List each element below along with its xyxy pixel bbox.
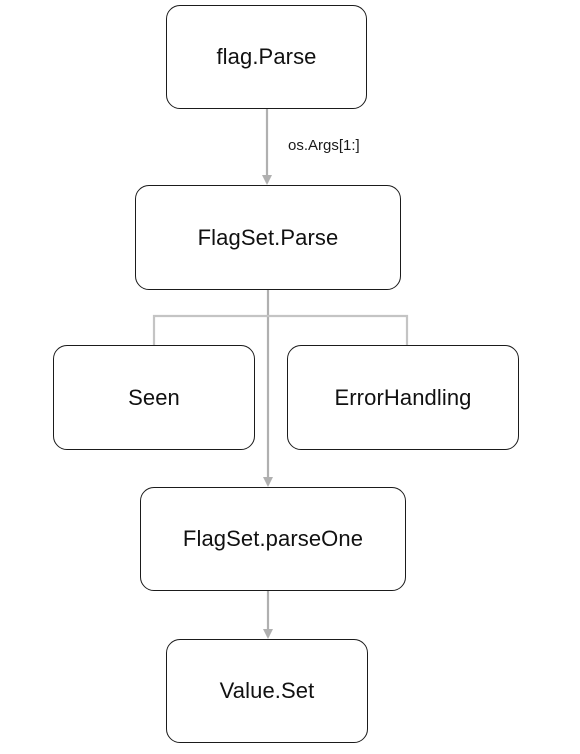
node-label: FlagSet.parseOne <box>182 526 364 551</box>
bracket-seen-errorhandling <box>152 314 409 345</box>
node-flag-parse: flag.Parse <box>166 5 367 109</box>
node-label: ErrorHandling <box>334 384 472 410</box>
node-seen: Seen <box>53 345 255 450</box>
edge-label-os-args: os.Args[1:] <box>288 137 360 154</box>
node-value-set: Value.Set <box>166 639 368 743</box>
node-error-handling: ErrorHandling <box>287 345 519 450</box>
node-label: flag.Parse <box>216 44 317 69</box>
node-flagset-parse: FlagSet.Parse <box>135 185 401 290</box>
node-label: FlagSet.Parse <box>197 224 339 250</box>
node-flagset-parseone: FlagSet.parseOne <box>140 487 406 591</box>
node-label: Value.Set <box>219 678 315 703</box>
node-label: Seen <box>128 384 180 410</box>
